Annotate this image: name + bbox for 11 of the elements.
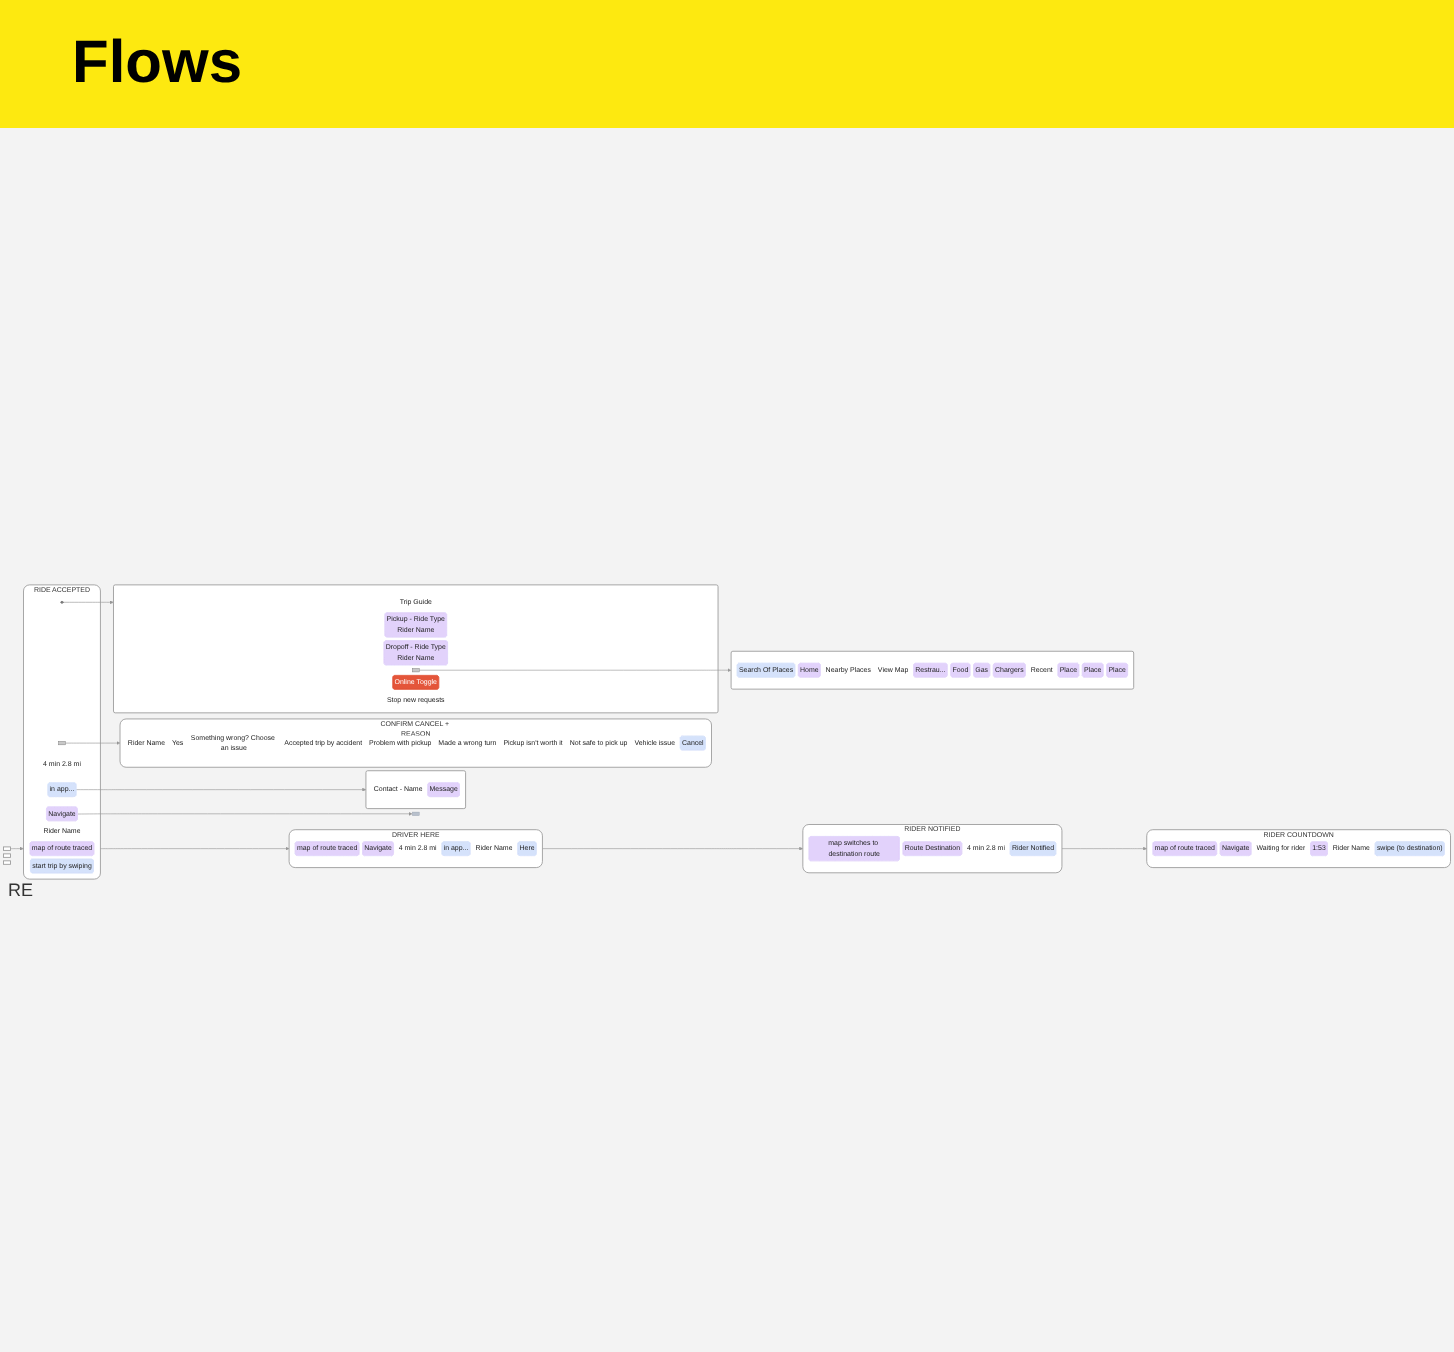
page-title: Flows <box>72 30 243 98</box>
node-box <box>3 853 11 858</box>
node-box <box>3 860 11 865</box>
node-box <box>412 811 420 816</box>
cluster <box>730 650 1135 690</box>
cut-off-heading: RE <box>8 880 34 900</box>
node-box <box>3 846 11 851</box>
cluster <box>365 770 467 810</box>
cluster <box>113 584 719 714</box>
node-box <box>58 741 66 746</box>
node-box <box>412 668 420 673</box>
